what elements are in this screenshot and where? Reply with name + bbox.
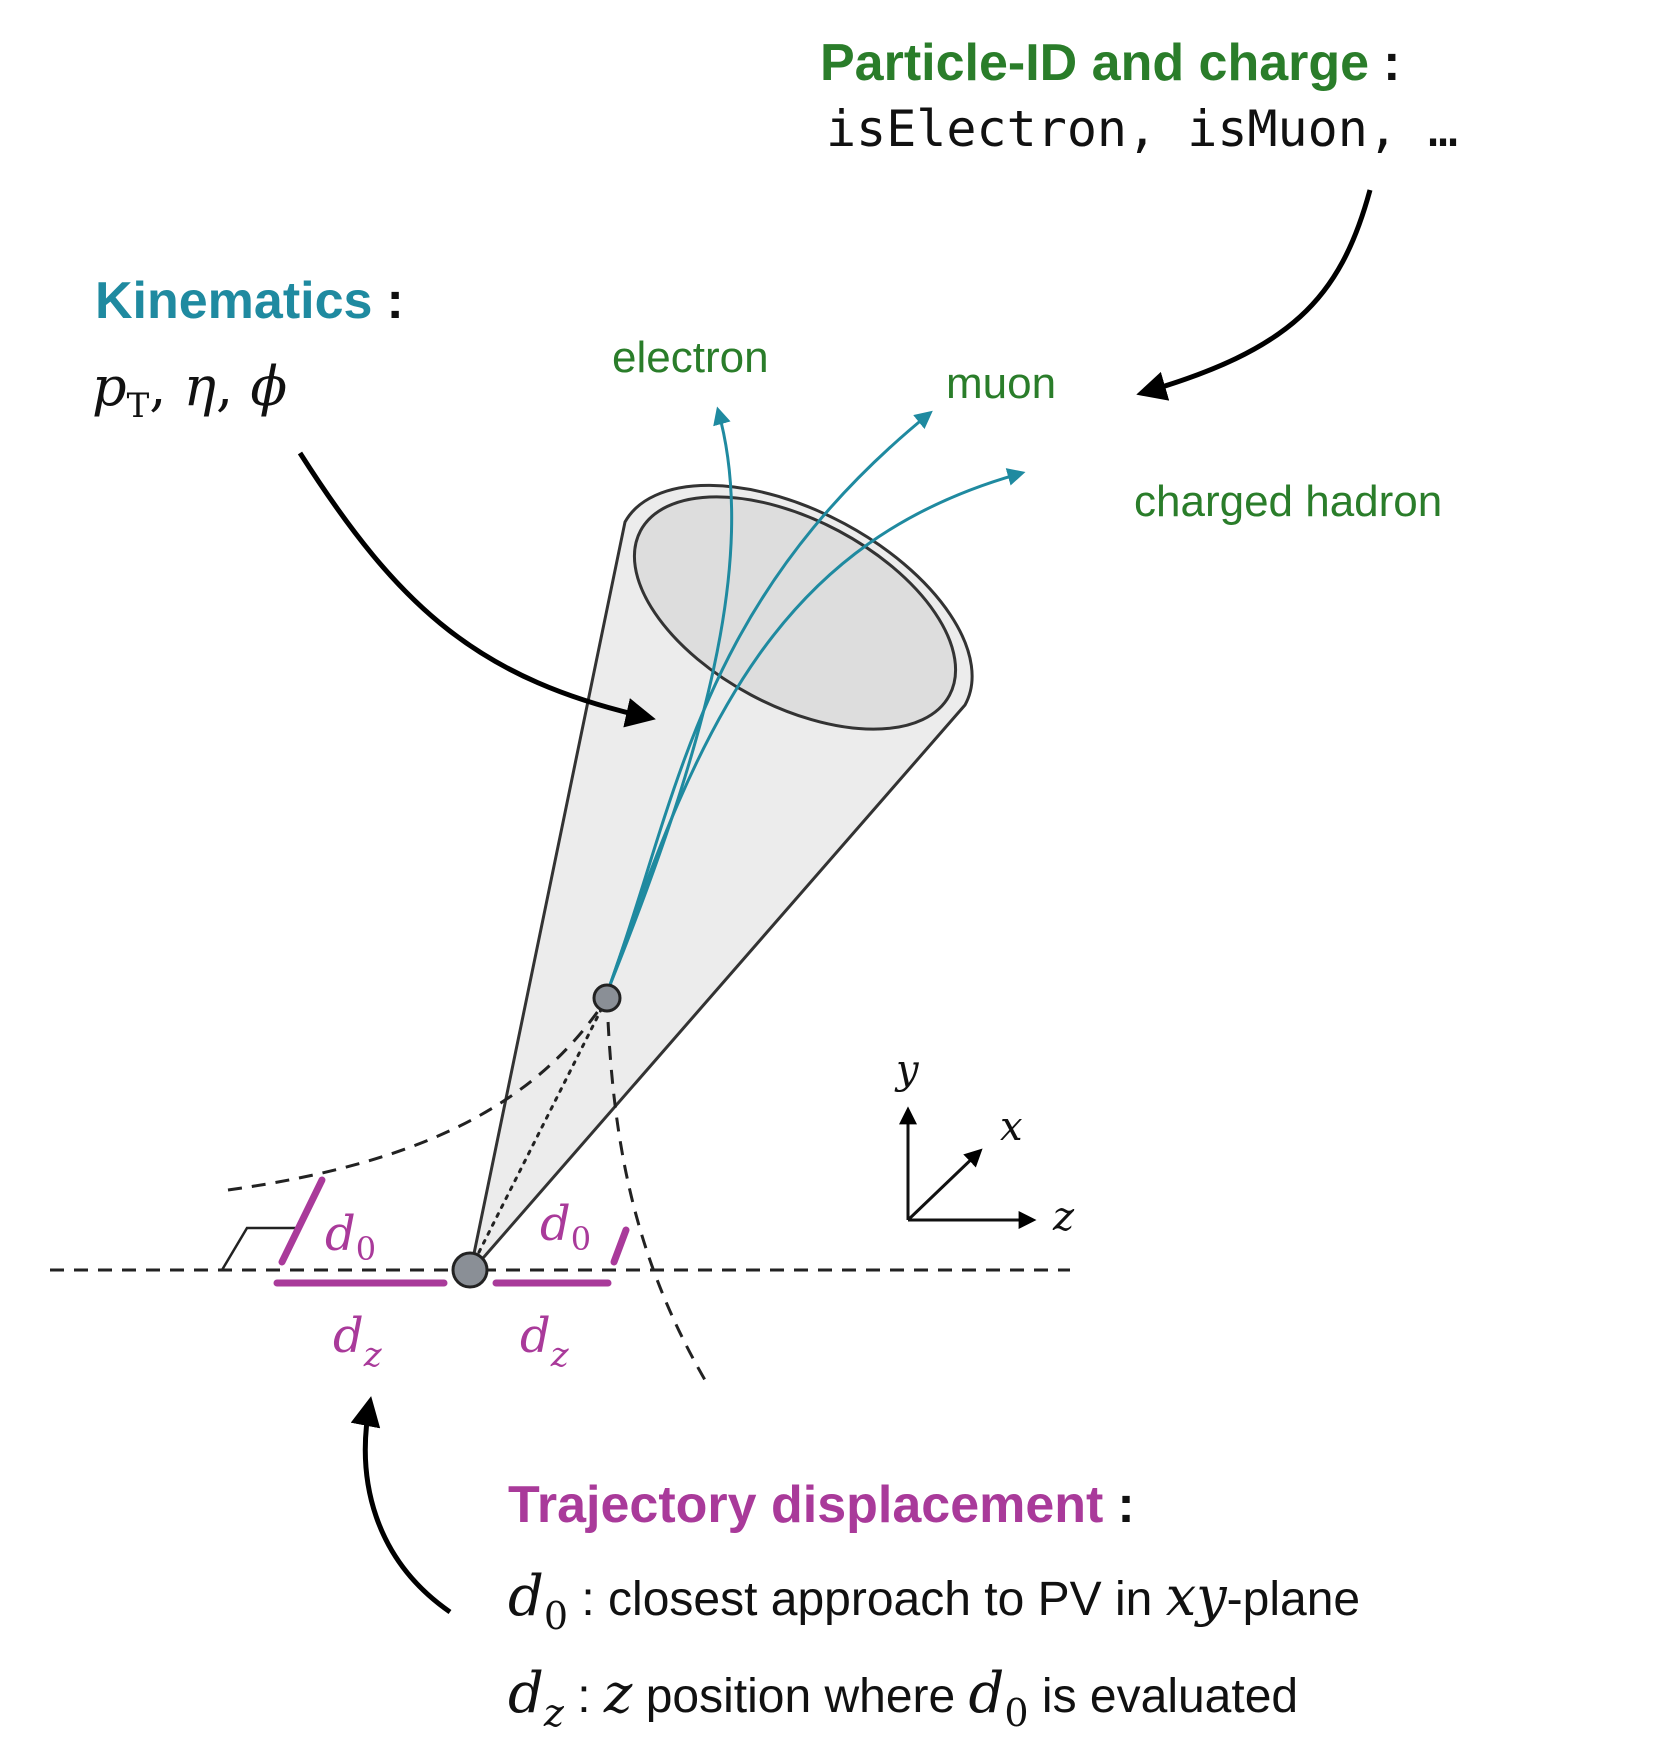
electron-label: electron <box>612 333 769 382</box>
cone-opening <box>632 495 958 731</box>
dz-label-left: dz <box>333 1308 383 1375</box>
hadron-track <box>608 468 1026 986</box>
kinematics-block: Kinematics: pT, η, ϕ <box>92 272 404 426</box>
primary-vertex <box>451 1251 489 1289</box>
muon-label: muon <box>946 359 1056 408</box>
dz-label-right: dz <box>520 1308 570 1375</box>
d0-definition: d0 : closest approach to PV in xy-plane <box>508 1564 1360 1638</box>
y-axis-label: y <box>894 1047 920 1093</box>
d0-label-right: d0 <box>540 1196 591 1258</box>
displacement-arrow <box>350 1396 452 1615</box>
extrapolated-track-left <box>227 997 609 1192</box>
z-axis-label: z <box>1052 1194 1075 1240</box>
x-axis-arrow <box>906 1148 983 1222</box>
x-axis-label: x <box>1000 1104 1023 1150</box>
hadron-label: charged hadron <box>1134 477 1442 526</box>
d0-label-left: d0 <box>325 1206 376 1268</box>
pid-block: Particle-ID and charge: isElectron, isMu… <box>820 34 1458 158</box>
axis-triad <box>899 1106 1037 1229</box>
pid-examples: isElectron, isMuon, … <box>826 100 1458 158</box>
secondary-vertex <box>592 983 622 1013</box>
d0-segment-right <box>610 1226 630 1266</box>
right-angle-marker <box>220 1226 300 1271</box>
kinematics-arrow <box>297 451 656 728</box>
pv-to-sv-dotted <box>468 996 609 1272</box>
dz-definition: dz : z position where d0 is evaluated <box>508 1661 1298 1735</box>
kinematics-variables: pT, η, ϕ <box>92 355 287 426</box>
kinematics-title: Kinematics: <box>95 272 404 330</box>
displacement-block: Trajectory displacement: d0 : closest ap… <box>508 1476 1360 1735</box>
pid-title: Particle-ID and charge: <box>820 34 1400 92</box>
pid-arrow <box>1136 189 1373 401</box>
jet-cone <box>468 483 974 1275</box>
displacement-title: Trajectory displacement: <box>508 1476 1135 1534</box>
electron-track <box>608 406 734 986</box>
d0-segment-left <box>278 1176 326 1266</box>
extrapolated-track-right <box>605 997 707 1381</box>
